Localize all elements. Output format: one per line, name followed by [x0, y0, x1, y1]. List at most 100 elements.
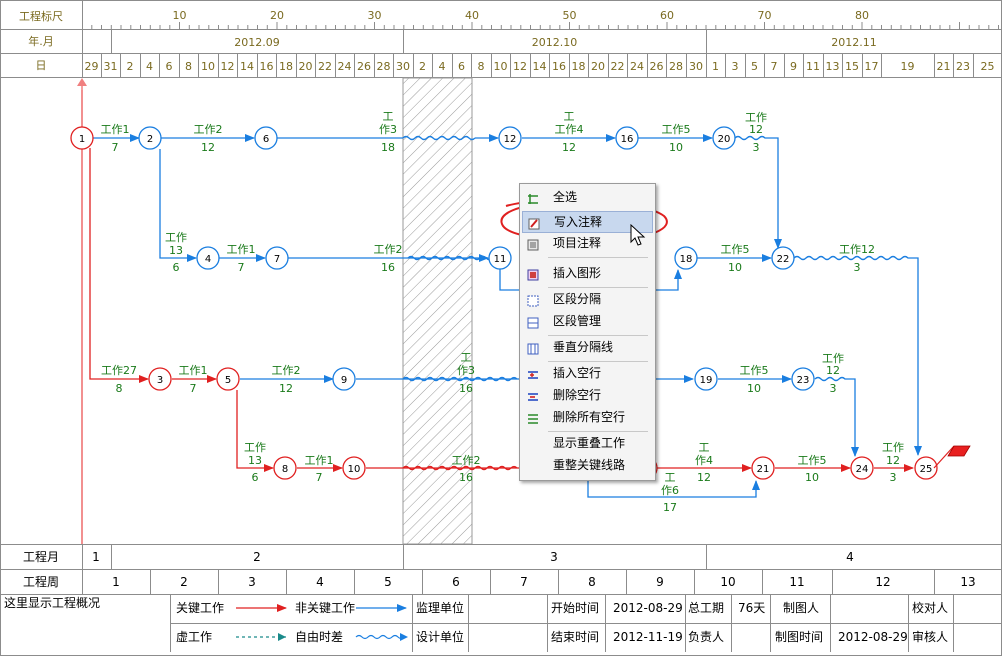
draw-time-value: 2012-08-29: [838, 630, 908, 644]
scale-mark: 70: [758, 9, 772, 22]
svg-text:作3: 作3: [379, 123, 397, 136]
svg-text:8: 8: [282, 464, 288, 475]
svg-text:6: 6: [263, 134, 269, 145]
svg-text:3: 3: [157, 375, 163, 386]
menu-delete-all-rows[interactable]: 删除所有空行: [522, 407, 651, 427]
day-label: 17: [865, 60, 879, 73]
legend-critical-label: 关键工作: [176, 601, 224, 615]
scale-mark: 30: [368, 9, 382, 22]
project-week: 9: [656, 575, 664, 589]
node-23: 23: [791, 367, 815, 391]
svg-text:2: 2: [147, 134, 153, 145]
month-label: 2012.09: [234, 36, 280, 49]
header-month-label: 年.月: [28, 34, 54, 48]
node-11: 11: [488, 246, 512, 270]
day-label: 4: [146, 60, 153, 73]
svg-text:工作5: 工作5: [662, 123, 691, 136]
day-label: 15: [845, 60, 859, 73]
svg-text:12: 12: [826, 364, 840, 377]
node-2: 2: [138, 126, 162, 150]
svg-text:工作1: 工作1: [227, 243, 256, 256]
svg-text:12: 12: [504, 134, 517, 145]
day-label: 12: [513, 60, 527, 73]
svg-text:工作12: 工作12: [839, 243, 875, 256]
mouse-cursor-icon: [630, 224, 646, 246]
node-25: 25: [914, 456, 938, 480]
day-label: 6: [458, 60, 465, 73]
node-18: 18: [674, 246, 698, 270]
svg-text:6: 6: [173, 261, 180, 274]
network-nodes[interactable]: 1 2 6 12 16 20 4 7 11 18 22 3 5 9 19 23 …: [70, 126, 938, 480]
start-value: 2012-08-29: [613, 601, 683, 615]
menu-show-overlap[interactable]: 显示重叠工作: [553, 436, 626, 450]
day-label: 22: [318, 60, 332, 73]
day-label: 5: [751, 60, 758, 73]
svg-text:23: 23: [797, 375, 810, 386]
network-arrows[interactable]: [89, 134, 922, 498]
menu-delete-row[interactable]: 删除空行: [522, 385, 651, 405]
menu-project-note[interactable]: 项目注释: [522, 233, 651, 253]
menu-insert-shape[interactable]: 插入图形: [522, 263, 651, 283]
menu-rebuild-critical-path[interactable]: 重整关键线路: [553, 458, 626, 472]
menu-select-all[interactable]: 全选: [522, 187, 651, 207]
day-label: 19: [901, 60, 915, 73]
day-label: 7: [771, 60, 778, 73]
svg-text:工作4: 工作4: [555, 123, 584, 136]
svg-text:10: 10: [805, 471, 819, 484]
day-label: 31: [104, 60, 118, 73]
scale-mark: 40: [465, 9, 479, 22]
insert-row-icon: [527, 367, 539, 379]
node-3: 3: [148, 367, 172, 391]
note-icon: [528, 216, 540, 230]
menu-vertical-divider[interactable]: 垂直分隔线: [522, 337, 651, 357]
day-label: 18: [279, 60, 293, 73]
svg-text:16: 16: [381, 261, 395, 274]
day-label: 28: [669, 60, 683, 73]
svg-text:16: 16: [621, 134, 634, 145]
start-label: 开始时间: [551, 601, 599, 615]
total-duration-label: 总工期: [688, 601, 724, 615]
menu-section-divide[interactable]: 区段分隔: [522, 289, 651, 309]
day-label: 26: [650, 60, 664, 73]
project-week: 10: [720, 575, 735, 589]
svg-text:12: 12: [886, 454, 900, 467]
day-label: 24: [338, 60, 352, 73]
project-week: 8: [588, 575, 596, 589]
node-1: 1: [70, 126, 94, 150]
node-4: 4: [196, 246, 220, 270]
svg-text:12: 12: [697, 471, 711, 484]
section-hatch[interactable]: [402, 77, 473, 545]
svg-text:4: 4: [205, 254, 211, 265]
svg-text:19: 19: [700, 375, 713, 386]
day-label: 20: [299, 60, 313, 73]
svg-text:9: 9: [341, 375, 347, 386]
day-label: 4: [439, 60, 446, 73]
svg-text:1: 1: [79, 134, 85, 145]
drawer-label: 制图人: [783, 601, 819, 615]
svg-text:22: 22: [777, 254, 790, 265]
menu-write-note[interactable]: 写入注释: [522, 211, 653, 233]
svg-text:8: 8: [116, 382, 123, 395]
svg-text:3: 3: [830, 382, 837, 395]
day-label: 10: [494, 60, 508, 73]
svg-text:13: 13: [248, 454, 262, 467]
svg-text:7: 7: [316, 471, 323, 484]
day-label: 2: [127, 60, 134, 73]
day-label: 1: [712, 60, 719, 73]
svg-text:工作: 工作: [882, 441, 904, 454]
menu-section-manage[interactable]: 区段管理: [522, 311, 651, 331]
end-label: 结束时间: [551, 630, 599, 644]
project-month-1: 1: [92, 550, 100, 564]
svg-text:作6: 作6: [661, 484, 679, 497]
legend-free-float-label: 自由时差: [295, 630, 343, 644]
work-labels[interactable]: 工作1 7 工作2 12 工 作3 18 工 工作4 12 工作5 10 工作 …: [101, 110, 905, 514]
svg-text:7: 7: [238, 261, 245, 274]
svg-text:工作: 工作: [244, 441, 266, 454]
total-duration-value: 76天: [738, 601, 765, 615]
project-month-3: 3: [550, 550, 558, 564]
menu-insert-row[interactable]: 插入空行: [522, 363, 651, 383]
svg-text:13: 13: [169, 244, 183, 257]
svg-text:工: 工: [665, 471, 676, 484]
svg-text:工作: 工作: [165, 231, 187, 244]
